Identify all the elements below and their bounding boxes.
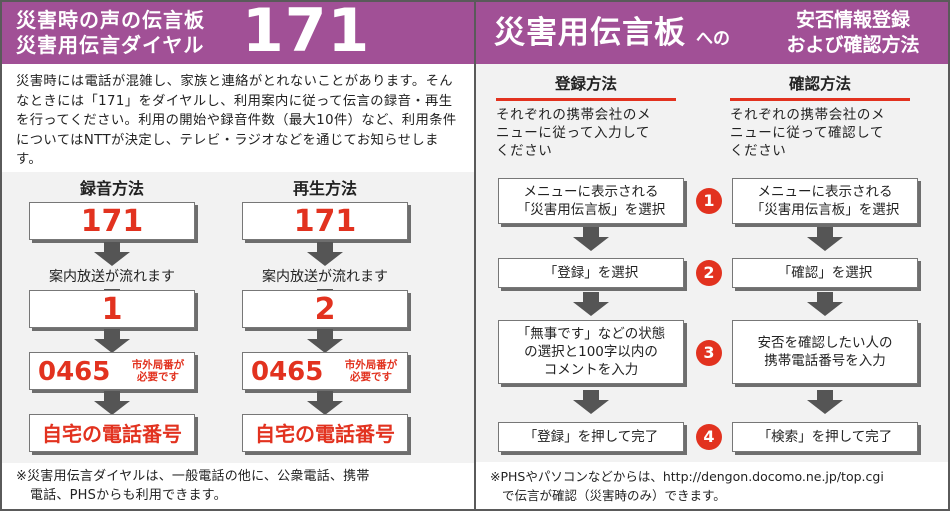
confirm-step2-box: 「確認」を選択 [732, 258, 918, 288]
record-key-box: 1 [29, 290, 195, 328]
dial-171-header: 災害時の声の伝言板 災害用伝言ダイヤル 171 [2, 0, 474, 66]
play-dial-box: 171 [242, 202, 408, 240]
down-arrow-icon [307, 329, 343, 353]
play-key-number: 2 [314, 292, 336, 327]
down-arrow-icon [94, 242, 130, 266]
down-arrow-icon [807, 227, 843, 251]
register-step4-box: 「登録」を押して完了 [498, 422, 684, 452]
play-dial-number: 171 [293, 204, 357, 239]
message-board-header-title: 災害用伝言板 [494, 15, 686, 51]
message-board-panel: 災害用伝言板 への 安否情報登録 および確認方法 登録方法 それぞれの携帯会社の… [476, 0, 950, 511]
confirm-step4-box: 「検索」を押して完了 [732, 422, 918, 452]
play-key-box: 2 [242, 290, 408, 328]
play-method-title: 再生方法 [292, 179, 357, 198]
play-home-number: 自宅の電話番号 [255, 422, 395, 446]
down-arrow-icon [573, 227, 609, 251]
dial-171-header-title: 災害時の声の伝言板 災害用伝言ダイヤル [16, 8, 205, 57]
down-arrow-icon [94, 329, 130, 353]
message-board-footnote: ※PHSやパソコンなどからは、http://dengon.docomo.ne.j… [490, 469, 884, 503]
down-arrow-icon [807, 390, 843, 414]
confirm-description: それぞれの携帯会社のメ ニューに従って確認して ください [730, 107, 886, 159]
register-step3-box: 「無事です」などの状態 の選択と100字以内の コメントを入力 [498, 320, 684, 384]
play-area-code-note: 市外局番が 必要です [344, 359, 398, 383]
down-arrow-icon [807, 292, 843, 316]
confirm-title-underline [730, 98, 910, 101]
step-1-badge: 1 [696, 188, 722, 214]
dial-171-footnote: ※災害用伝言ダイヤルは、一般電話の他に、公衆電話、携帯 電話、PHSからも利用で… [16, 469, 370, 503]
dial-171-intro-text: 災害時には電話が混雑し、家族と連絡がとれないことがあります。そんなときには「17… [16, 74, 457, 167]
record-dial-box: 171 [29, 202, 195, 240]
register-description: それぞれの携帯会社のメ ニューに従って入力して ください [496, 107, 652, 159]
register-method-title: 登録方法 [554, 75, 617, 93]
register-step2-box: 「登録」を選択 [498, 258, 684, 288]
down-arrow-icon [307, 242, 343, 266]
confirm-method-title: 確認方法 [788, 75, 851, 93]
play-home-number-box: 自宅の電話番号 [242, 414, 408, 452]
record-key-number: 1 [101, 292, 123, 327]
record-home-number-box: 自宅の電話番号 [29, 414, 195, 452]
confirm-step3-box: 安否を確認したい人の 携帯電話番号を入力 [732, 320, 918, 384]
record-area-code-box: 0465 市外局番が 必要です [29, 352, 195, 390]
play-area-code-box: 0465 市外局番が 必要です [242, 352, 408, 390]
record-area-code-note: 市外局番が 必要です [131, 359, 185, 383]
down-arrow-icon [573, 390, 609, 414]
dial-171-header-number: 171 [242, 0, 371, 66]
record-area-code: 0465 [38, 357, 111, 387]
record-method-title: 録音方法 [79, 179, 144, 198]
step-4-badge: 4 [696, 424, 722, 450]
down-arrow-icon [573, 292, 609, 316]
dial-171-panel: 災害時の声の伝言板 災害用伝言ダイヤル 171 災害時には電話が混雑し、家族と連… [0, 0, 476, 511]
message-board-header-suffix: への [696, 29, 730, 49]
play-guidance-text: 案内放送が流れます [262, 269, 388, 285]
message-board-header-subtitle: 安否情報登録 および確認方法 [786, 9, 920, 56]
record-guidance-text: 案内放送が流れます [49, 269, 175, 285]
record-dial-number: 171 [80, 204, 144, 239]
record-home-number: 自宅の電話番号 [42, 422, 182, 446]
down-arrow-icon [94, 391, 130, 415]
step-3-badge: 3 [696, 340, 722, 366]
register-step1-box: メニューに表示される 「災害用伝言板」を選択 [498, 178, 684, 224]
message-board-header: 災害用伝言板 への 安否情報登録 および確認方法 [476, 2, 948, 64]
confirm-step1-box: メニューに表示される 「災害用伝言板」を選択 [732, 178, 918, 224]
step-2-badge: 2 [696, 260, 722, 286]
register-title-underline [496, 98, 676, 101]
play-area-code: 0465 [251, 357, 324, 387]
down-arrow-icon [307, 391, 343, 415]
